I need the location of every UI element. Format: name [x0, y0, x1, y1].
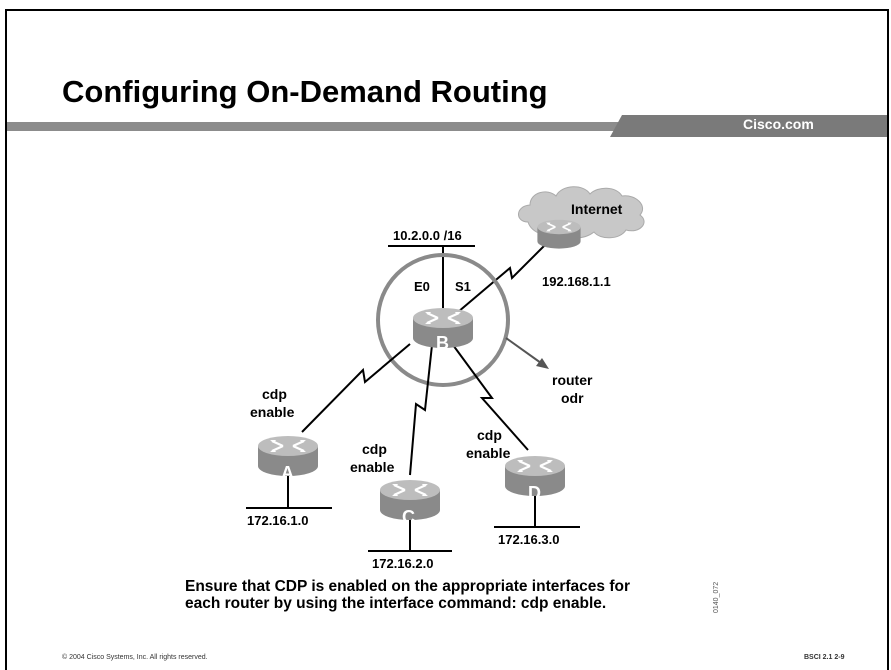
top-network-label: 10.2.0.0 /16	[393, 228, 462, 243]
caption-line-1: Ensure that CDP is enabled on the approp…	[185, 578, 631, 595]
spoke-d-cmd-line2: enable	[466, 445, 511, 461]
hub-config-line2: odr	[561, 390, 584, 406]
copyright-footer: © 2004 Cisco Systems, Inc. All rights re…	[62, 654, 208, 661]
course-page-footer: BSCI 2.1 2-9	[804, 654, 845, 661]
slide-title: Configuring On-Demand Routing	[62, 74, 548, 109]
internet-router	[536, 219, 582, 250]
internet-label: Internet	[571, 201, 623, 217]
link-b-to-c	[409, 344, 433, 476]
slide-frame	[5, 9, 889, 670]
caption-line-2: each router by using the interface comma…	[185, 595, 607, 612]
serial-ip-label: 192.168.1.1	[542, 274, 611, 289]
spoke-c-cmd-line1: cdp	[362, 441, 387, 457]
brand-label: Cisco.com	[743, 116, 814, 132]
spoke-d-cmd-line1: cdp	[477, 427, 502, 443]
spoke-c-network: 172.16.2.0	[372, 556, 433, 571]
spoke-c-name: C	[402, 507, 415, 527]
hub-if-ethernet: E0	[414, 279, 430, 294]
slide-caption: Ensure that CDP is enabled on the approp…	[185, 578, 630, 612]
spoke-c-cmd-line2: enable	[350, 459, 395, 475]
router-odr-arrow	[505, 337, 549, 369]
hub-serial-link	[457, 237, 553, 313]
spoke-d-name: D	[528, 483, 541, 503]
hub-highlight-circle	[376, 253, 510, 387]
spoke-d-network: 172.16.3.0	[498, 532, 559, 547]
title-rule	[7, 122, 887, 131]
spoke-a-cmd-line1: cdp	[262, 386, 287, 402]
hub-router-name: B	[436, 333, 449, 353]
figure-code: 0140_072	[713, 581, 720, 613]
hub-config-line1: router	[552, 372, 593, 388]
spoke-a-name: A	[281, 463, 294, 483]
link-b-to-d	[452, 344, 529, 451]
hub-if-serial: S1	[455, 279, 471, 294]
link-b-to-a	[301, 343, 411, 433]
spoke-a-network: 172.16.1.0	[247, 513, 308, 528]
spoke-a-cmd-line2: enable	[250, 404, 295, 420]
brand-tab	[610, 115, 887, 137]
